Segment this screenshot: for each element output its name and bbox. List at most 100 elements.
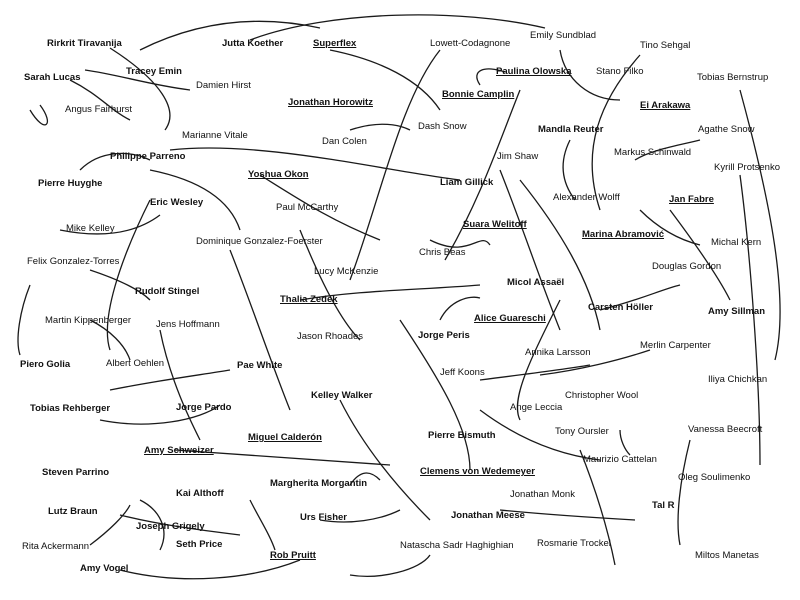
- artist-label-micol: Micol Assaël: [507, 277, 565, 288]
- artist-label-aliceg: Alice Guareschi: [474, 313, 546, 324]
- connection-line: [339, 399, 431, 521]
- connection-line: [319, 509, 401, 523]
- connection-line: [139, 20, 321, 51]
- artist-label-amys: Amy Sillman: [708, 306, 766, 317]
- artist-label-maurizio: Maurizio Cattelan: [583, 454, 657, 465]
- connection-line: [634, 139, 701, 161]
- artist-label-carsten: Carsten Höller: [588, 302, 653, 313]
- artist-label-jasonr: Jason Rhoades: [297, 331, 364, 342]
- artist-label-janfabre: Jan Fabre: [669, 194, 714, 205]
- artist-label-pierreb: Pierre Bismuth: [428, 430, 496, 441]
- artist-label-felix: Felix Gonzalez-Torres: [27, 256, 120, 267]
- artist-label-iliyac: Iliya Chichkan: [708, 374, 768, 385]
- artist-label-jonathanm: Jonathan Monk: [510, 489, 575, 500]
- connection-line: [89, 319, 131, 361]
- artist-label-christw: Christopher Wool: [565, 390, 639, 401]
- connection-line: [516, 299, 561, 421]
- connection-line: [519, 179, 601, 331]
- connection-line: [539, 349, 651, 376]
- artist-label-alberto: Albert Oehlen: [106, 358, 165, 369]
- artist-label-jhorowitz: Jonathan Horowitz: [288, 97, 373, 108]
- artist-label-tinoseh: Tino Sehgal: [640, 40, 691, 51]
- artist-label-ursf: Urs Fisher: [300, 512, 347, 523]
- artist-label-rosemarie: Rosmarie Trockel: [537, 538, 611, 549]
- artist-label-ericw: Eric Wesley: [150, 197, 204, 208]
- artist-label-suara: Suara Welitoff: [463, 219, 527, 230]
- artist-label-marianne: Marianne Vitale: [182, 130, 248, 141]
- connection-line: [109, 369, 231, 391]
- artist-label-talr: Tal R: [652, 500, 675, 511]
- connection-line: [174, 449, 391, 466]
- connection-line: [444, 89, 521, 261]
- connection-line: [349, 554, 431, 577]
- artist-label-angel: Ange Leccia: [510, 402, 563, 413]
- artist-label-jensh: Jens Hoffmann: [156, 319, 220, 330]
- artist-label-dancolen: Dan Colen: [322, 136, 367, 147]
- connection-line: [17, 284, 31, 356]
- connection-line: [259, 174, 381, 241]
- artist-label-robp: Rob Pruitt: [270, 550, 316, 561]
- artist-label-josephg: Joseph Grigely: [136, 521, 205, 532]
- artist-label-jorgeperis: Jorge Peris: [418, 330, 470, 341]
- artist-label-stevenp: Steven Parrino: [42, 467, 110, 478]
- connection-line: [499, 509, 636, 521]
- artist-label-jorgepardo: Jorge Pardo: [176, 402, 232, 413]
- connection-line: [69, 79, 131, 121]
- connection-line: [439, 296, 481, 321]
- artist-label-tonyo: Tony Oursler: [555, 426, 609, 437]
- artist-label-amyschw: Amy Schweizer: [144, 445, 214, 456]
- artist-label-paulmc: Paul McCarthy: [276, 202, 339, 213]
- artist-label-olegs: Oleg Soulimenko: [678, 472, 751, 483]
- artist-label-philippe: Philippe Parreno: [110, 151, 186, 162]
- connection-line: [479, 409, 601, 461]
- connection-line: [349, 123, 411, 131]
- artist-label-yoshua: Yoshua Okon: [248, 169, 309, 180]
- connection-line: [249, 499, 276, 551]
- artist-label-tracey: Tracey Emin: [126, 66, 182, 77]
- connection-line: [149, 169, 241, 231]
- artist-label-angus: Angus Fairhurst: [65, 104, 133, 115]
- connection-line: [591, 54, 641, 211]
- connection-line: [169, 147, 461, 181]
- connection-line: [349, 472, 381, 486]
- connection-line: [499, 169, 561, 331]
- artist-label-ritaa: Rita Ackermann: [22, 541, 90, 552]
- connection-line: [599, 284, 681, 311]
- artist-label-jeffk: Jeff Koons: [440, 367, 485, 378]
- artist-label-jutta: Jutta Koether: [222, 38, 284, 49]
- artist-label-stano: Stano Filko: [596, 66, 644, 77]
- connection-line: [249, 14, 546, 41]
- connection-line: [579, 449, 616, 566]
- connection-line: [349, 49, 441, 281]
- artist-label-chrisb: Chris Beas: [419, 247, 466, 258]
- artist-label-bonnie: Bonnie Camplin: [442, 89, 515, 100]
- connection-line: [479, 364, 591, 381]
- artist-label-dominique: Dominique Gonzalez-Foerster: [196, 236, 323, 247]
- artist-label-markus: Markus Schinwald: [614, 147, 692, 158]
- artist-label-sarahlucas: Sarah Lucas: [24, 72, 81, 83]
- connection-line: [429, 239, 491, 248]
- artist-label-natascha: Natascha Sadr Haghighian: [400, 540, 514, 551]
- artist-label-lowett: Lowett-Codagnone: [430, 38, 511, 49]
- connection-line: [229, 249, 291, 411]
- connection-line: [89, 504, 131, 546]
- connection-line: [329, 49, 441, 111]
- artist-label-thalia: Thalia Zedek: [280, 294, 338, 305]
- artist-label-kaia: Kai Althoff: [176, 488, 224, 499]
- artist-label-marinaa: Marina Abramović: [582, 229, 665, 240]
- artist-label-lucymc: Lucy McKenzie: [314, 266, 379, 277]
- artist-label-tobias_b: Tobias Bernstrup: [697, 72, 769, 83]
- connection-line: [99, 404, 221, 425]
- connection-line: [139, 499, 165, 551]
- artist-label-paulina: Paulina Olowska: [496, 66, 572, 77]
- artist-label-jimshaw: Jim Shaw: [497, 151, 539, 162]
- artist-label-tobiasr: Tobias Rehberger: [30, 403, 111, 414]
- connection-line: [559, 49, 621, 101]
- artist-label-mikek: Mike Kelley: [66, 223, 115, 234]
- artist-label-kelleyw: Kelley Walker: [311, 390, 373, 401]
- artist-label-merlinc: Merlin Carpenter: [640, 340, 711, 351]
- artist-label-kyrill: Kyrill Protsenko: [714, 162, 780, 173]
- artist-label-miltos: Miltos Manetas: [695, 550, 759, 561]
